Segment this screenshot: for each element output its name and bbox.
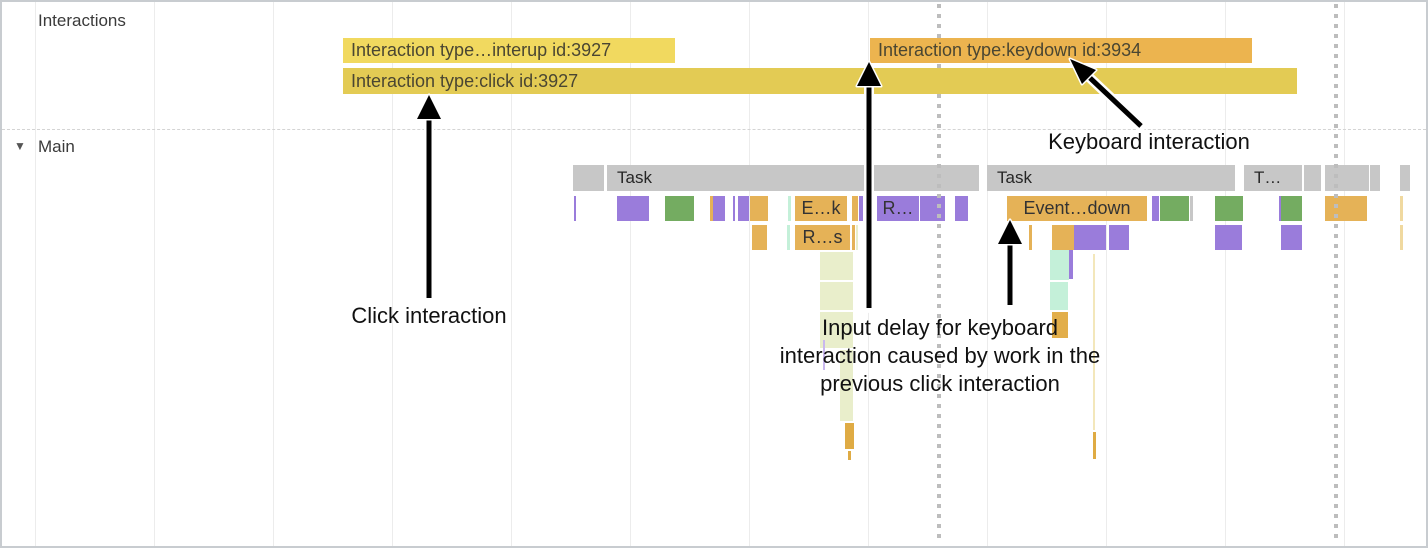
flame-deep-segment[interactable] xyxy=(823,340,825,370)
annotation-keyboard-interaction: Keyboard interaction xyxy=(1048,129,1250,154)
timeline-gridline xyxy=(749,2,750,546)
timeline-gridline xyxy=(1106,2,1107,546)
flame-segment[interactable] xyxy=(752,225,767,250)
flame-segment[interactable]: R… xyxy=(877,196,919,221)
flame-segment[interactable] xyxy=(665,196,694,221)
flame-deep-segment[interactable] xyxy=(848,451,851,460)
task-bar[interactable]: T… xyxy=(1244,165,1302,191)
flame-segment[interactable] xyxy=(574,196,576,221)
flame-segment[interactable]: E…k xyxy=(795,196,847,221)
flame-segment[interactable]: R…s xyxy=(795,225,850,250)
task-bar[interactable] xyxy=(1304,165,1314,191)
flame-segment[interactable] xyxy=(955,196,968,221)
timeline-gridline xyxy=(1344,2,1345,546)
flame-segment[interactable] xyxy=(1160,196,1189,221)
flame-deep-segment[interactable] xyxy=(1093,254,1095,430)
task-bar[interactable] xyxy=(1370,165,1380,191)
flame-segment[interactable] xyxy=(1279,196,1281,221)
task-bar[interactable] xyxy=(1400,165,1410,191)
flame-segment[interactable] xyxy=(733,196,735,221)
annotation-click-interaction: Click interaction xyxy=(351,303,507,328)
flame-segment[interactable] xyxy=(1400,225,1403,250)
timeline-gridline xyxy=(392,2,393,546)
interaction-bar[interactable]: Interaction type:click id:3927 xyxy=(343,68,1297,94)
flame-deep-segment[interactable] xyxy=(1052,312,1068,338)
flame-segment[interactable] xyxy=(617,196,649,221)
flame-deep-segment[interactable] xyxy=(840,350,853,421)
timeline-gridline xyxy=(511,2,512,546)
flame-segment[interactable] xyxy=(788,196,791,221)
flame-segment[interactable] xyxy=(1190,196,1193,221)
main-track-collapse-icon[interactable]: ▼ xyxy=(14,139,26,153)
flame-segment[interactable] xyxy=(750,196,768,221)
flame-segment[interactable] xyxy=(852,225,855,250)
flame-segment[interactable] xyxy=(859,196,863,221)
flame-segment[interactable] xyxy=(856,225,858,250)
timeline-dotted-marker xyxy=(1334,4,1338,544)
task-bar[interactable] xyxy=(1311,165,1321,191)
timeline-dotted-marker xyxy=(937,4,941,544)
flame-segment[interactable] xyxy=(1152,196,1159,221)
flame-segment[interactable] xyxy=(1215,196,1243,221)
timeline-gridline xyxy=(154,2,155,546)
interaction-bar[interactable]: Interaction type:keydown id:3934 xyxy=(870,38,1252,63)
timeline-gridline xyxy=(273,2,274,546)
flame-segment[interactable] xyxy=(920,196,945,221)
main-track-label: Main xyxy=(38,137,75,156)
flame-segment[interactable] xyxy=(738,196,749,221)
flame-segment[interactable] xyxy=(1215,225,1242,250)
task-bar[interactable]: Task xyxy=(987,165,1235,191)
flame-segment[interactable] xyxy=(1052,225,1074,250)
flame-deep-segment[interactable] xyxy=(820,312,853,348)
interaction-bar[interactable]: Interaction type…interup id:3927 xyxy=(343,38,675,63)
timeline-gridline xyxy=(630,2,631,546)
flame-segment[interactable] xyxy=(1074,225,1106,250)
flame-segment[interactable] xyxy=(710,196,713,221)
flame-deep-segment[interactable] xyxy=(845,423,854,449)
flame-segment[interactable]: Event…down xyxy=(1007,196,1147,221)
annotation-input-delay: Input delay for keyboard interaction cau… xyxy=(779,315,1101,396)
task-bar[interactable] xyxy=(1325,165,1369,191)
interactions-track-label: Interactions xyxy=(38,11,126,30)
flame-segment[interactable] xyxy=(787,225,790,250)
flame-segment[interactable] xyxy=(713,196,725,221)
flame-deep-segment[interactable] xyxy=(1093,432,1096,459)
flame-segment[interactable] xyxy=(1281,225,1302,250)
input-delay-event-arrow xyxy=(996,218,1024,310)
task-bar[interactable]: Task xyxy=(607,165,979,191)
flame-segment[interactable] xyxy=(1325,196,1367,221)
flame-deep-segment[interactable] xyxy=(1050,282,1068,310)
timeline-gridline xyxy=(987,2,988,546)
flame-deep-segment[interactable] xyxy=(1050,250,1069,280)
track-separator xyxy=(2,129,1426,130)
timeline-gridline xyxy=(1225,2,1226,546)
task-bar[interactable] xyxy=(573,165,604,191)
flame-segment[interactable] xyxy=(852,196,858,221)
flame-deep-segment[interactable] xyxy=(820,282,853,310)
click-interaction-arrow xyxy=(415,93,443,303)
flame-segment[interactable] xyxy=(1281,196,1302,221)
flame-segment[interactable] xyxy=(1029,225,1032,250)
flame-deep-segment[interactable] xyxy=(1069,250,1073,279)
timeline-gridline xyxy=(35,2,36,546)
flame-segment[interactable] xyxy=(1109,225,1129,250)
flame-deep-segment[interactable] xyxy=(820,252,853,280)
flame-segment[interactable] xyxy=(1400,196,1403,221)
